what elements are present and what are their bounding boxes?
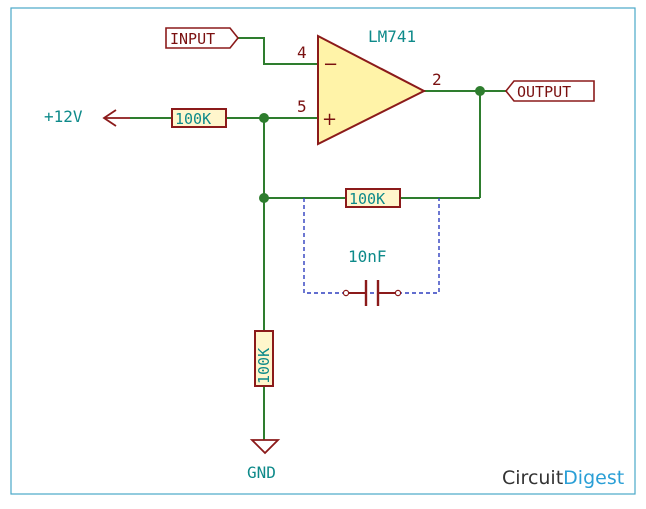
- cap-dashed-wire: [303, 198, 440, 294]
- pin-label-inverting: 4: [297, 43, 307, 62]
- capacitor-branch: 10nF: [303, 198, 440, 306]
- input-port: INPUT: [165, 27, 240, 49]
- cap-terminal-right: [394, 289, 402, 297]
- output-port: OUTPUT: [504, 80, 595, 102]
- frame-border: [10, 7, 636, 495]
- resistor-ground-body: [254, 330, 274, 387]
- resistor-ground-value: 100K: [255, 348, 273, 384]
- junction-node-b: [259, 193, 269, 203]
- resistor-supply-body: [171, 108, 227, 128]
- brand-part-digest: Digest: [563, 467, 624, 489]
- brand-logo-text: CircuitDigest: [502, 467, 624, 489]
- pin-label-output: 2: [432, 70, 442, 89]
- cap-terminal-left: [342, 289, 350, 297]
- junction-output: [475, 86, 485, 96]
- resistor-supply-value: 100K: [175, 110, 211, 128]
- opamp: − + LM741 4 5 2: [297, 27, 442, 146]
- resistor-feedback-value: 100K: [349, 190, 385, 208]
- ground-label: GND: [247, 463, 276, 482]
- wires: [130, 37, 506, 440]
- opamp-minus-sign: −: [323, 54, 338, 75]
- brand-logo: CircuitDigest: [502, 467, 624, 489]
- output-port-label: OUTPUT: [517, 83, 571, 101]
- input-port-outline: [165, 27, 240, 49]
- brand-part-circuit: Circuit: [502, 467, 563, 489]
- wire-input: [238, 37, 318, 65]
- junctions: [259, 86, 485, 203]
- input-port-label: INPUT: [170, 30, 215, 48]
- ground-triangle: [249, 439, 281, 455]
- resistor-feedback: 100K: [345, 188, 401, 208]
- supply-arrow-head: [102, 109, 117, 127]
- pin-label-noninverting: 5: [297, 97, 307, 116]
- opamp-body: [317, 34, 427, 146]
- supply-symbol: +12V: [44, 107, 130, 127]
- junction-node-a: [259, 113, 269, 123]
- ground-symbol: GND: [247, 439, 281, 482]
- resistor-feedback-body: [345, 188, 401, 208]
- opamp-name-label: LM741: [368, 27, 416, 46]
- resistor-supply: 100K: [171, 108, 227, 128]
- opamp-plus-sign: +: [322, 109, 337, 130]
- cap-value-label: 10nF: [348, 247, 387, 266]
- resistor-ground: 100K: [254, 330, 274, 387]
- output-port-outline: [504, 80, 595, 102]
- supply-label: +12V: [44, 107, 83, 126]
